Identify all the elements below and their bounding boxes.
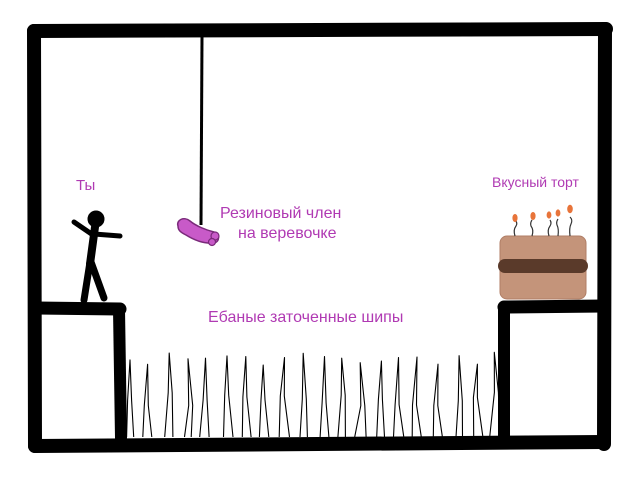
toy-label-line2: на веревочке — [238, 225, 337, 242]
toy-label: Резиновый член на веревочке — [220, 204, 341, 244]
player-label: Ты — [76, 177, 96, 194]
stick-figure-leg-right — [87, 258, 108, 302]
spike — [489, 351, 501, 438]
spike — [299, 352, 308, 438]
spike — [455, 355, 464, 438]
right-ledge-top — [497, 299, 611, 314]
left-ledge — [29, 301, 127, 444]
spike — [376, 360, 386, 438]
spike — [164, 352, 174, 438]
spike — [222, 355, 234, 438]
stick-figure-arm-left — [71, 219, 96, 238]
stick-figure-leg-left — [80, 258, 94, 304]
rope — [199, 36, 204, 226]
spike — [319, 355, 330, 438]
spike — [354, 362, 367, 438]
pink-dildo-icon — [176, 218, 220, 247]
spike — [392, 356, 405, 438]
cake-stripe — [498, 259, 588, 273]
cake-label: Вкусный торт — [492, 174, 579, 190]
spike — [199, 357, 210, 438]
spike — [411, 356, 422, 438]
stick-figure-icon — [71, 210, 123, 304]
spikes-label: Ебаные заточенные шипы — [208, 309, 404, 326]
wall-left — [27, 24, 42, 453]
cake-candles — [513, 216, 573, 237]
spike — [278, 357, 291, 438]
birthday-cake-icon — [498, 204, 588, 300]
spike — [126, 359, 135, 438]
spike — [432, 363, 443, 438]
stick-figure-arm-right — [91, 231, 123, 239]
spike-pit-icon — [126, 351, 501, 438]
spike — [258, 364, 270, 438]
wall-right — [597, 22, 612, 451]
wall-top — [27, 22, 613, 38]
spike — [142, 363, 153, 438]
right-ledge — [497, 299, 611, 446]
spike — [472, 363, 484, 438]
spike — [337, 357, 346, 438]
spike — [183, 358, 194, 438]
toy-label-line1: Резиновый член — [220, 205, 342, 222]
cake-flames — [512, 204, 573, 222]
spike — [241, 356, 252, 438]
left-ledge-side — [113, 303, 127, 444]
left-ledge-top — [29, 301, 127, 316]
